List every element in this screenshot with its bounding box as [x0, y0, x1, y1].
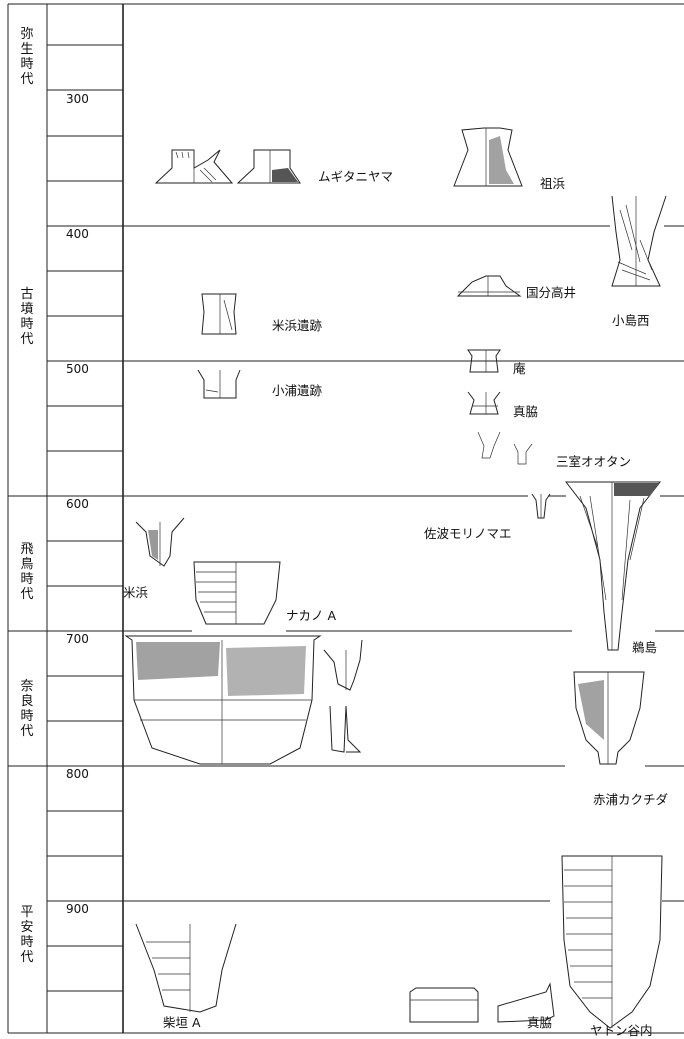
- year-label-800: 800: [66, 767, 89, 781]
- era-char: 奈: [20, 679, 33, 694]
- era-char: 時: [20, 57, 33, 72]
- era-label-asuka: 飛 鳥 時 代: [20, 542, 33, 602]
- era-char: 飛: [20, 542, 33, 557]
- site-label-kojima-nishi: 小島西: [612, 313, 650, 328]
- pottery-large-bowl: [124, 635, 322, 765]
- pottery-mugitaniyama-1: [154, 149, 234, 184]
- pottery-sawa-morinomae: [531, 493, 551, 519]
- era-label-heian: 平 安 時 代: [20, 905, 33, 965]
- era-char: 鳥: [20, 557, 33, 572]
- era-char: 平: [20, 905, 33, 920]
- site-label-iori: 庵: [513, 361, 526, 376]
- year-label-900: 900: [66, 902, 89, 916]
- era-label-nara: 奈 良 時 代: [20, 679, 33, 739]
- year-label-400: 400: [66, 227, 89, 241]
- site-labels: ムギタニヤマ 祖浜 国分高井 小島西 米浜遺跡 小浦遺跡 庵 真脇 三室オオタン…: [123, 169, 668, 1038]
- pottery-koura-site: [197, 369, 241, 399]
- site-label-yaton-taniuchi: ヤトン谷内: [590, 1023, 653, 1038]
- pottery-kojima-nishi: [611, 195, 667, 287]
- pottery-mimuro-otan: [477, 431, 533, 465]
- pottery-ujima: [564, 481, 662, 651]
- era-char: 代: [20, 724, 33, 739]
- pottery-akaura-kakuchida: [573, 671, 645, 765]
- site-label-akaura-kakuchida: 赤浦カクチダ: [593, 792, 668, 807]
- era-char: 墳: [20, 302, 33, 317]
- site-label-mawaki-lower: 真脇: [527, 1015, 552, 1030]
- pottery-shibagaki-a: [135, 923, 237, 1013]
- year-label-600: 600: [66, 497, 89, 511]
- site-label-koura-site: 小浦遺跡: [272, 383, 323, 398]
- year-label-300: 300: [66, 92, 89, 106]
- era-char: 代: [20, 72, 33, 87]
- era-char: 古: [20, 287, 33, 302]
- site-label-yonehama: 米浜: [123, 585, 148, 600]
- site-label-shibagaki-a: 柴垣 A: [163, 1015, 201, 1030]
- era-char: 安: [20, 920, 33, 935]
- site-label-mimuro-otan: 三室オオタン: [556, 454, 631, 469]
- pottery-mawaki-lower: [409, 982, 555, 1023]
- pottery-kokubu-takai: [456, 275, 522, 297]
- site-label-ujima: 鵜島: [632, 640, 657, 655]
- pottery-nakano-a: [193, 561, 281, 625]
- era-char: 時: [20, 935, 33, 950]
- century-lines: [123, 225, 684, 902]
- year-label-700: 700: [66, 632, 89, 646]
- era-label-yayoi: 弥 生 時 代: [20, 26, 33, 87]
- site-label-mawaki-upper: 真脇: [513, 404, 538, 419]
- era-char: 良: [20, 693, 33, 709]
- pottery-mugitaniyama-2: [236, 149, 301, 184]
- year-labels: 300 400 500 600 700 800 900: [66, 92, 89, 916]
- site-label-sawa-morinomae: 佐波モリノマエ: [424, 526, 512, 541]
- pottery-iori: [467, 349, 501, 373]
- pottery-sohama: [453, 127, 523, 187]
- pottery-small-stand: [329, 705, 362, 753]
- era-char: 時: [20, 709, 33, 724]
- era-char: 時: [20, 317, 33, 332]
- site-label-sohama: 祖浜: [540, 176, 565, 191]
- timeline-frame: [7, 3, 684, 1034]
- year-label-500: 500: [66, 362, 89, 376]
- era-char: 弥: [20, 26, 33, 42]
- site-label-mugitaniyama: ムギタニヤマ: [318, 169, 393, 184]
- pottery-yaton-taniuchi: [561, 855, 663, 1029]
- pottery-mawaki-upper: [467, 391, 501, 415]
- era-label-kofun: 古 墳 時 代: [20, 287, 33, 347]
- era-char: 時: [20, 572, 33, 587]
- pottery-yonehama: [135, 517, 185, 567]
- year-ticks: [47, 44, 123, 992]
- era-char: 代: [20, 332, 33, 347]
- era-char: 代: [20, 950, 33, 965]
- era-char: 代: [20, 587, 33, 602]
- era-char: 生: [20, 42, 33, 57]
- pottery-small-cup: [323, 639, 363, 691]
- era-boundaries: [8, 495, 47, 767]
- site-label-kokubu-takai: 国分高井: [526, 285, 576, 300]
- site-label-nakano-a: ナカノ A: [286, 608, 336, 623]
- pottery-yonehama-site: [201, 293, 237, 335]
- site-label-yonehama-site: 米浜遺跡: [272, 318, 323, 333]
